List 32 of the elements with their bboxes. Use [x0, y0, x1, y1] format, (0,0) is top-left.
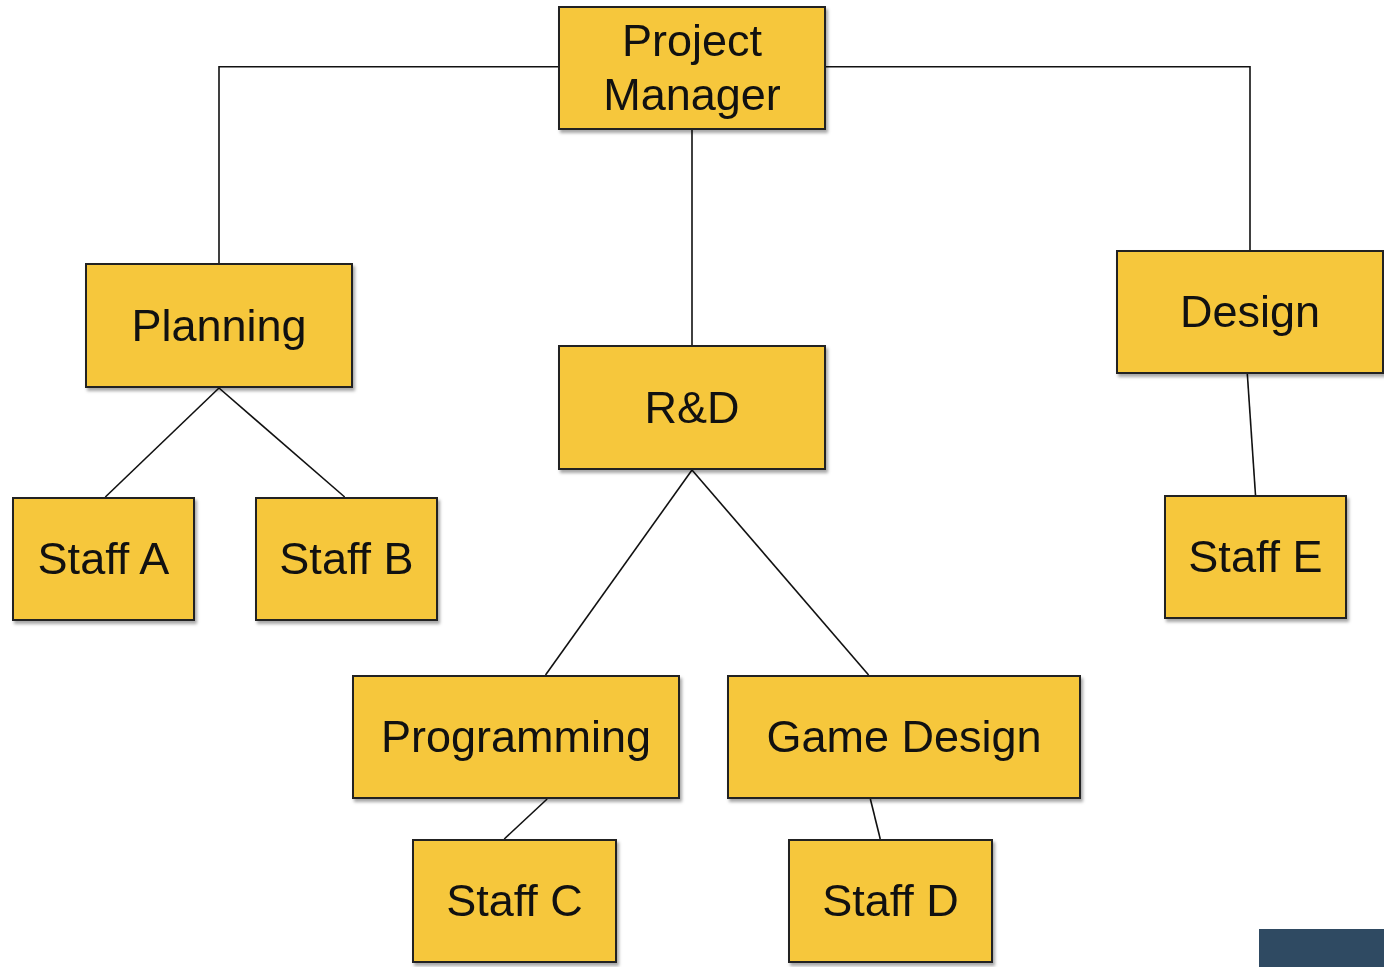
box-label: Staff E: [1188, 530, 1323, 584]
box-label: Staff D: [822, 874, 959, 928]
org-box: [352, 675, 680, 799]
box-label: Staff B: [279, 532, 414, 586]
connector-line: [869, 798, 882, 840]
connector-line: [825, 65, 1251, 251]
connector-line: [544, 469, 693, 676]
box-label: Staff C: [446, 874, 583, 928]
connector-line: [503, 798, 548, 840]
org-box: [558, 345, 826, 470]
box-label: Staff A: [37, 532, 170, 586]
org-box: [1164, 495, 1347, 619]
org-box: [12, 497, 195, 621]
connector-line: [1246, 373, 1257, 496]
box-label: R&D: [644, 380, 740, 435]
org-box: [255, 497, 438, 621]
box-label: Project Manager: [602, 14, 782, 122]
connector-line: [691, 469, 870, 676]
box-label: Planning: [131, 298, 307, 353]
connector-line: [218, 65, 559, 264]
box-label: Programming: [380, 710, 652, 764]
org-box: [788, 839, 993, 963]
org-box: [558, 6, 826, 130]
org-box: [412, 839, 617, 963]
connector-line: [218, 387, 346, 498]
connector-line: [104, 387, 220, 498]
box-label: Design: [1179, 285, 1321, 339]
box-label: Game Design: [766, 710, 1042, 764]
org-box: [1116, 250, 1384, 374]
org-box: [727, 675, 1081, 799]
org-box: [85, 263, 353, 388]
connector-line: [691, 129, 693, 346]
